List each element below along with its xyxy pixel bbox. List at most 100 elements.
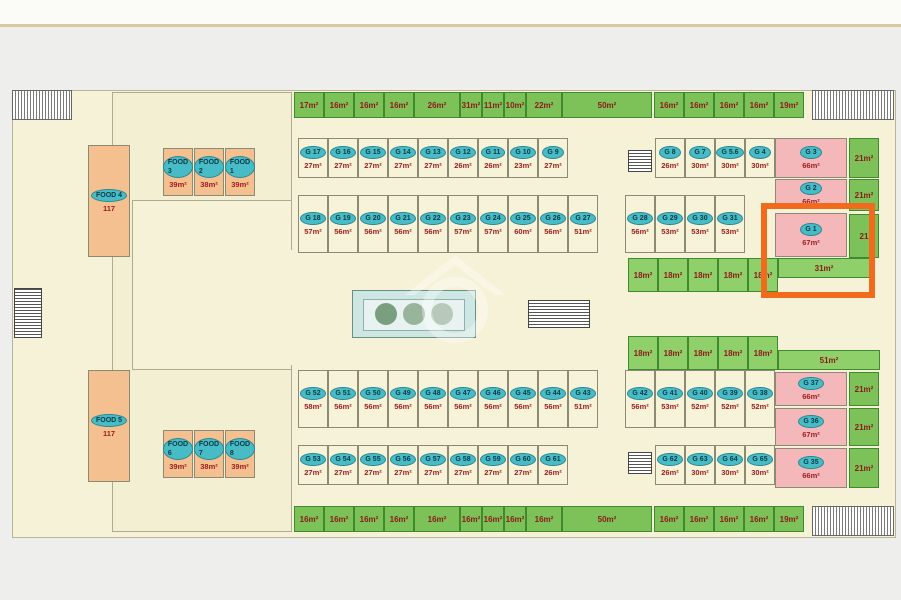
bottom-kiosk-15: 19m² <box>774 506 804 532</box>
shop-id-label: G 54 <box>330 453 356 466</box>
shop-id-label: FOOD 8 <box>224 437 256 460</box>
shop-area-label: 30m² <box>751 468 769 477</box>
shop-area-label: 27m² <box>484 468 502 477</box>
bottom-kiosk-7: 16m² <box>482 506 504 532</box>
shop-id-label: G 24 <box>480 212 506 225</box>
top-kiosk-2: 16m² <box>324 92 354 118</box>
shop-id-label: G 4 <box>749 146 771 159</box>
shop-id-label: G 42 <box>627 387 653 400</box>
shop-id-label: G 11 <box>480 146 506 159</box>
shop-area-label: 53m² <box>661 227 679 236</box>
shop-area-label: 56m² <box>364 402 382 411</box>
shop-id-label: G 39 <box>717 387 743 400</box>
shop-area-label: 39m² <box>231 179 249 189</box>
shop-area-label: 58m² <box>304 402 322 411</box>
shop-area-label: 56m² <box>334 402 352 411</box>
top-kiosk-10: 50m² <box>562 92 652 118</box>
shop-area-label: 26m² <box>484 161 502 170</box>
shop-area-label: 66m² <box>802 197 820 206</box>
shop-id-label: G 27 <box>570 212 596 225</box>
lower-band-1: 18m² <box>628 336 658 370</box>
shop-area-label: 30m² <box>721 468 739 477</box>
top-kiosk-14: 16m² <box>744 92 774 118</box>
bottom-kiosk-1: 16m² <box>294 506 324 532</box>
lower-band-2: 18m² <box>658 336 688 370</box>
shop-id-label: G 18 <box>300 212 326 225</box>
shop-area-label: 27m² <box>424 161 442 170</box>
shop-area-label: 117 <box>102 429 116 438</box>
shop-area-label: 27m² <box>334 468 352 477</box>
right-kiosk-5: 21m² <box>849 448 879 488</box>
shop-id-label: G 45 <box>510 387 536 400</box>
shop-id-label: G 30 <box>687 212 713 225</box>
shop-id-label: FOOD 6 <box>162 437 194 460</box>
shop-id-label: G 63 <box>687 453 713 466</box>
right-kiosk-3: 21m² <box>849 372 879 406</box>
shop-area-label: 53m² <box>661 402 679 411</box>
shop-area-label: 56m² <box>544 227 562 236</box>
shop-id-label: G 20 <box>360 212 386 225</box>
shop-id-label: G 23 <box>450 212 476 225</box>
bottom-kiosk-3: 16m² <box>354 506 384 532</box>
shop-id-label: G 2 <box>800 182 822 195</box>
bottom-kiosk-12: 16m² <box>684 506 714 532</box>
shop-area-label: 66m² <box>802 392 820 401</box>
shop-area-label: 27m² <box>394 468 412 477</box>
watermark-logo-icon <box>405 255 505 343</box>
shop-area-label: 52m² <box>721 402 739 411</box>
shop-id-label: G 8 <box>659 146 681 159</box>
bottom-kiosk-5: 16m² <box>414 506 460 532</box>
stairs-north <box>628 150 652 172</box>
fountain <box>352 290 476 338</box>
shop-id-label: G 7 <box>689 146 711 159</box>
bottom-kiosk-13: 16m² <box>714 506 744 532</box>
vent-bottom-right <box>812 506 894 536</box>
upper-band-2: 18m² <box>658 258 688 292</box>
shop-area-label: 30m² <box>691 161 709 170</box>
shop-id-label: G 61 <box>540 453 566 466</box>
shop-area-label: 52m² <box>751 402 769 411</box>
shop-id-label: G 57 <box>420 453 446 466</box>
shop-id-label: G 44 <box>540 387 566 400</box>
shop-id-label: G 15 <box>360 146 386 159</box>
shop-id-label: G 14 <box>390 146 416 159</box>
shop-id-label: G 48 <box>420 387 446 400</box>
shop-id-label: G 53 <box>300 453 326 466</box>
shop-g11: G 11 26m² <box>478 138 508 178</box>
top-kiosk-7: 11m² <box>482 92 504 118</box>
shop-id-label: G 25 <box>510 212 536 225</box>
right-kiosk-1: 21m² <box>849 138 879 178</box>
shop-id-label: G 10 <box>510 146 536 159</box>
shop-g39: G 39 52m² <box>715 370 745 428</box>
top-kiosk-8: 10m² <box>504 92 526 118</box>
